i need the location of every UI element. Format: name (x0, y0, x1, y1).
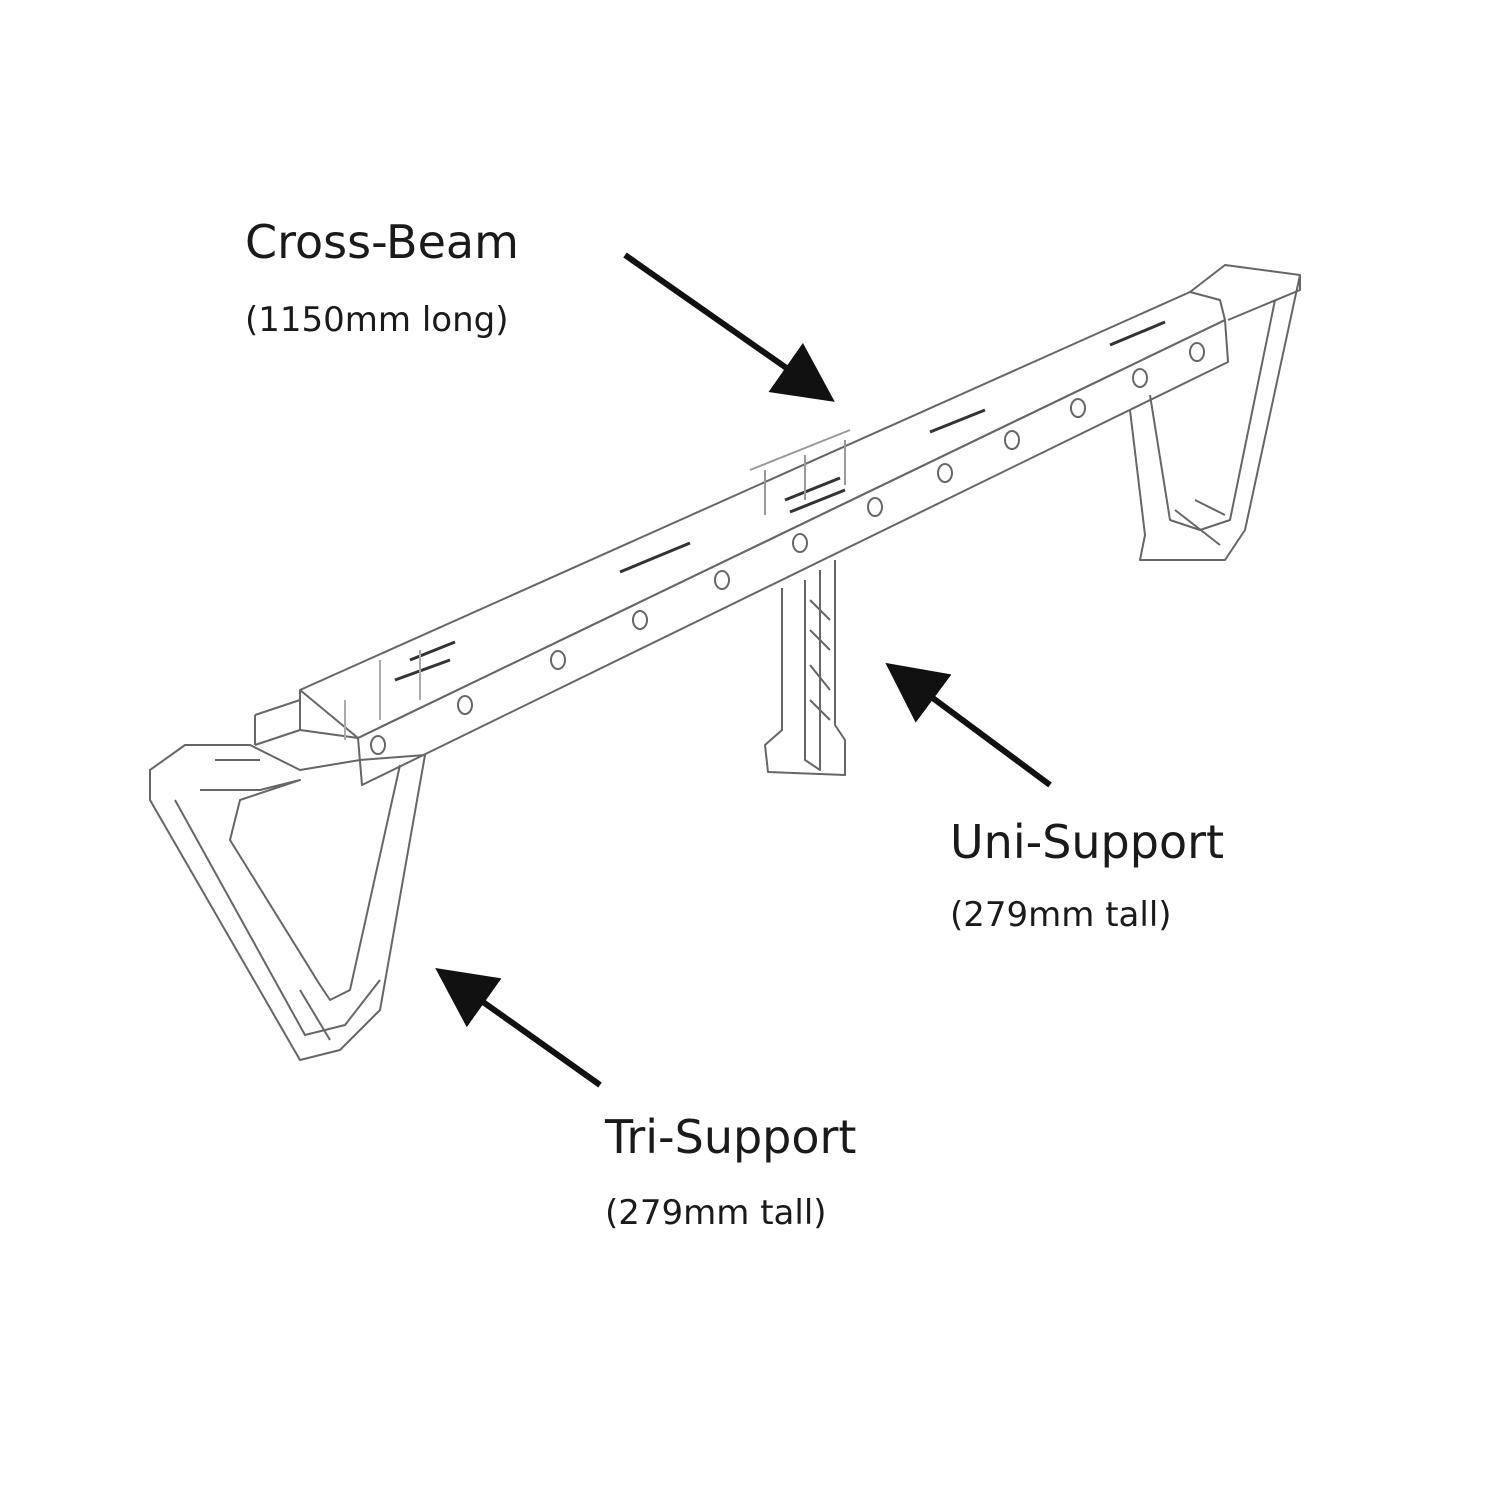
cross-beam-arrow (623, 252, 835, 402)
cross-beam-label: Cross-Beam (245, 215, 519, 269)
tri-support-height: (279mm tall) (605, 1193, 827, 1233)
uni-support (764, 560, 846, 776)
right-tri-support (1129, 274, 1301, 561)
beam-holes (370, 342, 1205, 755)
cross-beam-length: (1150mm long) (245, 300, 509, 340)
tri-support-label: Tri-Support (605, 1110, 857, 1164)
uni-support-label: Uni-Support (950, 815, 1225, 869)
tri-support-arrow (435, 968, 602, 1088)
uni-support-height: (279mm tall) (950, 895, 1172, 935)
cross-beam (254, 264, 1301, 786)
tri-support (149, 744, 426, 1061)
uni-support-arrow (885, 662, 1052, 788)
